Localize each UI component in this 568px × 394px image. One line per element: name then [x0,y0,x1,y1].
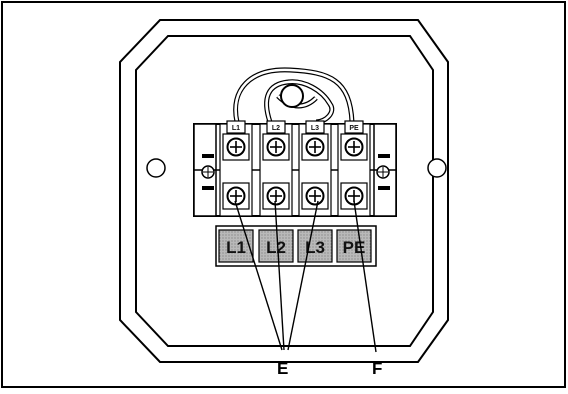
callout-f: F [372,359,382,378]
terminal-cells: L1 L2 L3 PE [219,120,371,217]
terminal-screw-bottom [340,182,368,210]
terminal-screw-bottom [262,182,290,210]
terminal-pe: PE [337,120,371,217]
terminal-l3: L3 [298,120,332,217]
mounting-hole-left [146,158,166,178]
terminal-tag-label: L1 [232,125,240,132]
terminal-screw-top [222,133,250,161]
terminal-tag-box [344,120,364,134]
mounting-hole-right [427,158,447,178]
plate-label-pe: PE [336,229,372,263]
terminal-screw-bottom [301,182,329,210]
terminal-tag-label: L3 [311,125,319,132]
plate-label-l3: L3 [297,229,333,263]
plate-label-text: L1 [226,238,246,257]
terminal-screw-top [262,133,290,161]
terminal-tag-box [226,120,246,134]
plate-label-text: L2 [266,238,286,257]
callout-lines [234,200,377,353]
terminal-l2: L2 [259,120,293,217]
terminal-tag-label: L2 [272,125,280,132]
terminal-tag-box [305,120,325,134]
terminal-screw-top [340,133,368,161]
wire-knot [280,84,304,108]
plate-label-l1: L1 [218,229,254,263]
terminal-screw-top [301,133,329,161]
terminal-tag-label: PE [349,125,359,132]
callout-e: E [277,359,288,378]
terminal-l1: L1 [219,120,253,217]
plate-label-l2: L2 [258,229,294,263]
terminal-tag-box [266,120,286,134]
